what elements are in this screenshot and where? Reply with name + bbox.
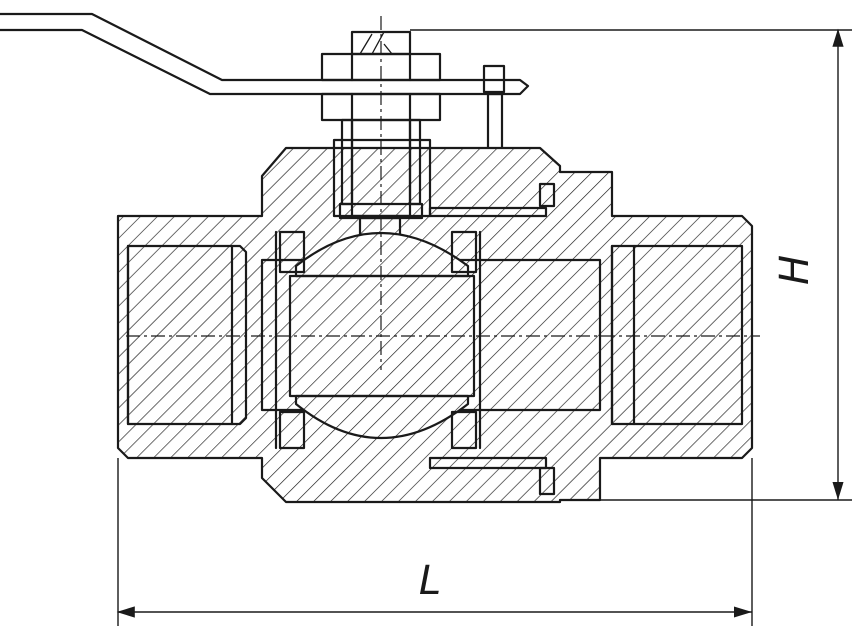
- dimension-length: L: [116, 458, 753, 626]
- end-bores: [126, 244, 636, 426]
- handle-lever: [0, 12, 530, 96]
- dimension-height: H: [410, 28, 852, 501]
- height-label: H: [772, 255, 818, 285]
- centerlines: [126, 16, 760, 370]
- valve-ball: [288, 232, 476, 439]
- body-seals: [538, 182, 556, 496]
- valve-body: [116, 138, 754, 504]
- length-label: L: [419, 558, 441, 604]
- seat-rings: [274, 230, 482, 450]
